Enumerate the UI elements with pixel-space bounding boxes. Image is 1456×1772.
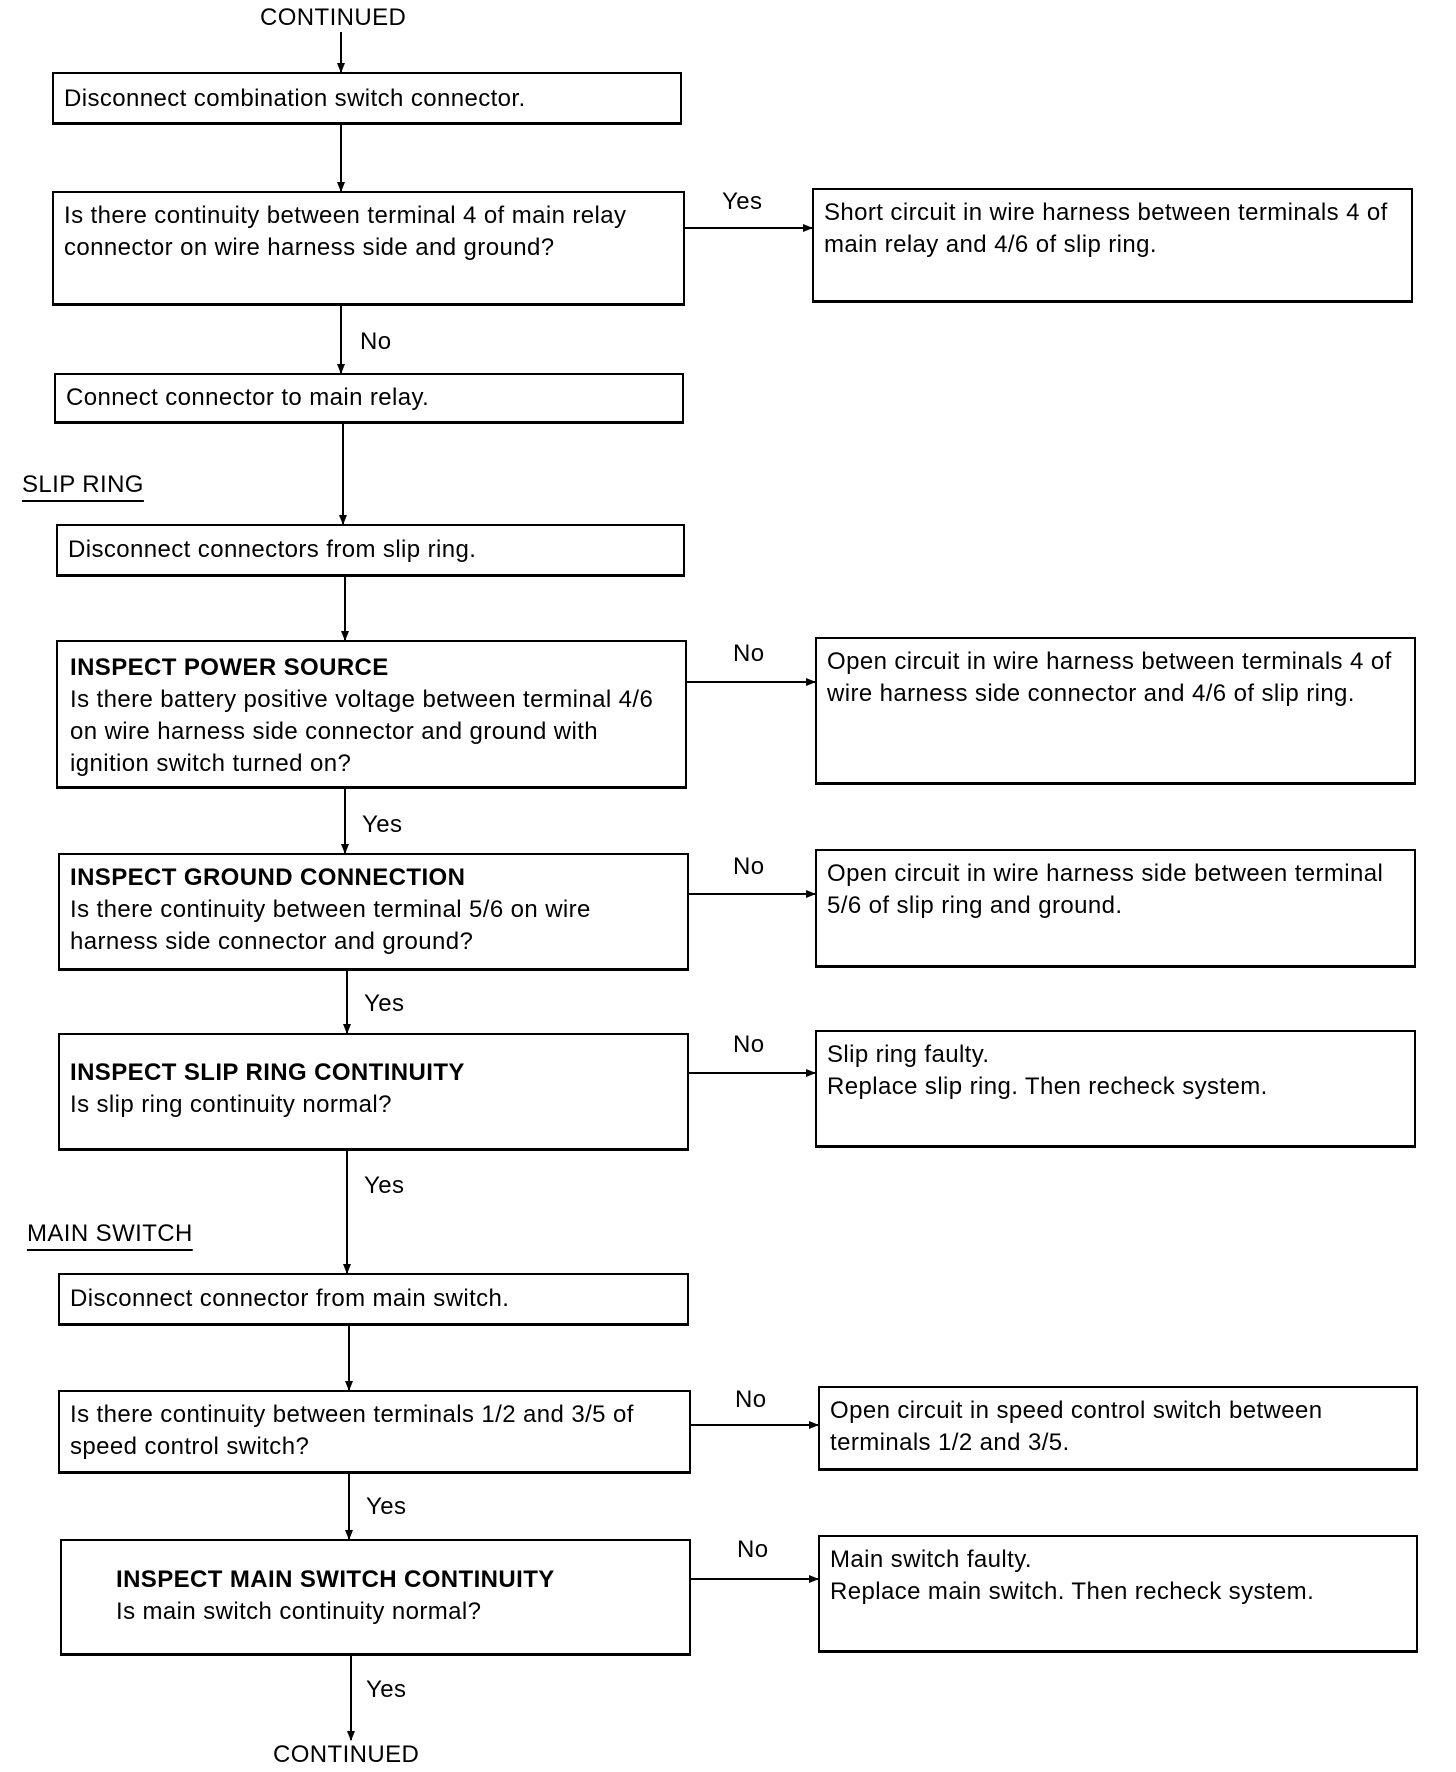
no-label: No (735, 1386, 767, 1413)
step-inspect-main-switch: INSPECT MAIN SWITCH CONTINUITY Is main s… (60, 1539, 691, 1656)
question-text: Is there continuity between terminal 5/6… (70, 896, 591, 955)
step-continuity-main-relay: Is there continuity between terminal 4 o… (52, 191, 685, 306)
result-open-ground: Open circuit in wire harness side betwee… (815, 849, 1416, 968)
section-main-switch: MAIN SWITCH (27, 1220, 193, 1247)
yes-label: Yes (362, 811, 403, 838)
step-heading: INSPECT POWER SOURCE (70, 654, 389, 681)
step-disconnect-slip-ring: Disconnect connectors from slip ring. (56, 524, 685, 577)
no-label: No (737, 1536, 769, 1563)
no-label: No (733, 640, 765, 667)
question-text: Is there continuity between terminals 1/… (70, 1401, 634, 1460)
step-inspect-power-source: INSPECT POWER SOURCE Is there battery po… (56, 640, 687, 789)
yes-label: Yes (366, 1493, 407, 1520)
step-disconnect-main-switch: Disconnect connector from main switch. (58, 1273, 689, 1326)
result-open-speed-switch: Open circuit in speed control switch bet… (818, 1386, 1418, 1471)
result-text: Short circuit in wire harness between te… (824, 199, 1388, 258)
step-connect-main-relay: Connect connector to main relay. (54, 373, 684, 424)
yes-label: Yes (722, 188, 763, 215)
yes-label: Yes (364, 990, 405, 1017)
question-text: Is main switch continuity normal? (116, 1598, 482, 1625)
step-text: Disconnect connector from main switch. (70, 1285, 510, 1312)
no-label: No (360, 328, 392, 355)
section-slip-ring: SLIP RING (22, 471, 144, 498)
result-open-power: Open circuit in wire harness between ter… (815, 637, 1416, 785)
result-line1: Slip ring faulty. (827, 1041, 990, 1068)
step-inspect-slip-ring: INSPECT SLIP RING CONTINUITY Is slip rin… (58, 1033, 689, 1151)
header-continued: CONTINUED (260, 4, 407, 31)
question-text: Is there continuity between terminal 4 o… (64, 202, 627, 261)
result-short-circuit: Short circuit in wire harness between te… (812, 188, 1413, 303)
step-heading: INSPECT MAIN SWITCH CONTINUITY (116, 1566, 555, 1593)
result-text: Open circuit in speed control switch bet… (830, 1397, 1323, 1456)
question-text: Is slip ring continuity normal? (70, 1091, 392, 1118)
step-continuity-speed-switch: Is there continuity between terminals 1/… (58, 1390, 691, 1474)
result-line2: Replace slip ring. Then recheck system. (827, 1073, 1268, 1100)
result-text: Open circuit in wire harness side betwee… (827, 860, 1384, 919)
result-line1: Main switch faulty. (830, 1546, 1032, 1573)
footer-continued: CONTINUED (273, 1741, 420, 1768)
step-text: Connect connector to main relay. (66, 384, 430, 411)
result-text: Open circuit in wire harness between ter… (827, 648, 1392, 707)
step-disconnect-combination: Disconnect combination switch connector. (52, 72, 682, 125)
result-slip-ring-faulty: Slip ring faulty. Replace slip ring. The… (815, 1030, 1416, 1148)
step-text: Disconnect combination switch connector. (64, 85, 526, 112)
question-text: Is there battery positive voltage betwee… (70, 686, 654, 777)
result-main-switch-faulty: Main switch faulty. Replace main switch.… (818, 1535, 1418, 1653)
no-label: No (733, 1031, 765, 1058)
step-heading: INSPECT GROUND CONNECTION (70, 864, 466, 891)
step-text: Disconnect connectors from slip ring. (68, 536, 477, 563)
step-heading: INSPECT SLIP RING CONTINUITY (70, 1059, 465, 1086)
step-inspect-ground: INSPECT GROUND CONNECTION Is there conti… (58, 853, 689, 971)
yes-label: Yes (364, 1172, 405, 1199)
result-line2: Replace main switch. Then recheck system… (830, 1578, 1315, 1605)
no-label: No (733, 853, 765, 880)
yes-label: Yes (366, 1676, 407, 1703)
